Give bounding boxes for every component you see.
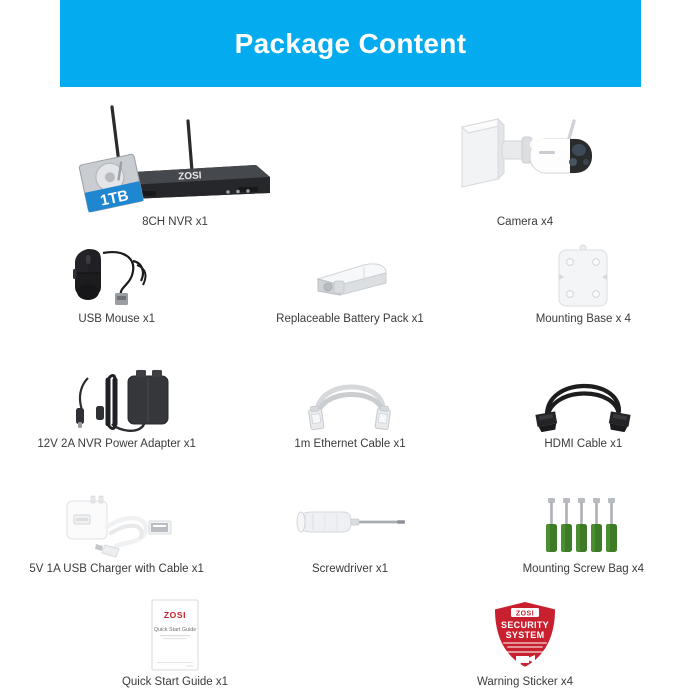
sticker-line2-text: SYSTEM <box>506 630 545 640</box>
product-item-mounting-base[interactable]: Mounting Base x 4 <box>467 244 700 325</box>
product-item-hdmi-cable[interactable]: HDMI Cable x1 <box>467 370 700 450</box>
battery-pack-icon <box>290 245 410 307</box>
product-label: Mounting Screw Bag x4 <box>522 563 645 575</box>
product-label: Warning Sticker x4 <box>476 676 574 688</box>
hdmi-cable-icon <box>523 370 643 433</box>
product-row-5: ZOSI Quick Start Guide Quick Start Guide… <box>0 599 700 688</box>
product-row-3: 12V 2A NVR Power Adapter x1 <box>0 370 700 450</box>
product-label: USB Mouse x1 <box>78 313 156 325</box>
power-adapter-icon <box>52 370 182 432</box>
product-label: 12V 2A NVR Power Adapter x1 <box>37 438 196 450</box>
product-row-4: 5V 1A USB Charger with Cable x1 <box>0 495 700 575</box>
usb-charger-icon <box>47 495 187 558</box>
product-label: Mounting Base x 4 <box>535 313 631 325</box>
product-label: Quick Start Guide x1 <box>121 676 229 688</box>
sticker-brand-text: ZOSI <box>516 610 534 617</box>
header-banner: Package Content <box>60 0 641 87</box>
product-item-quick-start-guide[interactable]: ZOSI Quick Start Guide Quick Start Guide… <box>0 599 350 688</box>
product-item-usb-charger[interactable]: 5V 1A USB Charger with Cable x1 <box>0 495 233 575</box>
product-item-camera[interactable]: Camera x4 <box>350 100 700 228</box>
product-item-mounting-screws[interactable]: Mounting Screw Bag x4 <box>467 495 700 575</box>
nvr-brand-text: ZOSI <box>178 170 202 182</box>
product-item-power-adapter[interactable]: 12V 2A NVR Power Adapter x1 <box>0 370 233 450</box>
product-label: 5V 1A USB Charger with Cable x1 <box>29 563 204 575</box>
product-item-warning-sticker[interactable]: ZOSI SECURITY SYSTEM Warning Sticker x4 <box>350 599 700 688</box>
product-label: Screwdriver x1 <box>311 563 389 575</box>
guide-title-text: Quick Start Guide <box>154 627 197 633</box>
bullet-camera-icon <box>440 100 610 210</box>
product-label: HDMI Cable x1 <box>544 438 623 450</box>
mounting-base-icon <box>543 244 623 307</box>
screwdriver-icon <box>285 495 415 557</box>
product-item-screwdriver[interactable]: Screwdriver x1 <box>233 495 466 575</box>
product-label: Camera x4 <box>496 216 554 228</box>
guide-brand-text: ZOSI <box>164 610 186 620</box>
mounting-screws-icon <box>538 495 628 557</box>
product-item-nvr[interactable]: ZOSI 1TB 8CH NVR x1 <box>0 100 350 228</box>
product-label: Replaceable Battery Pack x1 <box>276 313 424 325</box>
quick-start-guide-icon: ZOSI Quick Start Guide <box>144 599 206 671</box>
product-label: 8CH NVR x1 <box>142 216 208 228</box>
hdd-capacity-badge: 1TB <box>99 187 130 210</box>
product-label: 1m Ethernet Cable x1 <box>294 438 406 450</box>
usb-mouse-icon <box>57 245 177 307</box>
ethernet-cable-icon <box>295 370 405 432</box>
sticker-line1-text: SECURITY <box>501 620 549 630</box>
product-row-1: ZOSI 1TB 8CH NVR x1 <box>0 100 700 228</box>
product-item-battery-pack[interactable]: Replaceable Battery Pack x1 <box>233 245 466 325</box>
product-row-2: USB Mouse x1 Replaceable Battery Pack x1 <box>0 244 700 325</box>
product-item-usb-mouse[interactable]: USB Mouse x1 <box>0 245 233 325</box>
product-item-ethernet-cable[interactable]: 1m Ethernet Cable x1 <box>233 370 466 450</box>
nvr-recorder-icon: ZOSI 1TB <box>70 100 280 213</box>
page-title: Package Content <box>234 27 467 59</box>
warning-sticker-icon: ZOSI SECURITY SYSTEM <box>488 599 562 670</box>
